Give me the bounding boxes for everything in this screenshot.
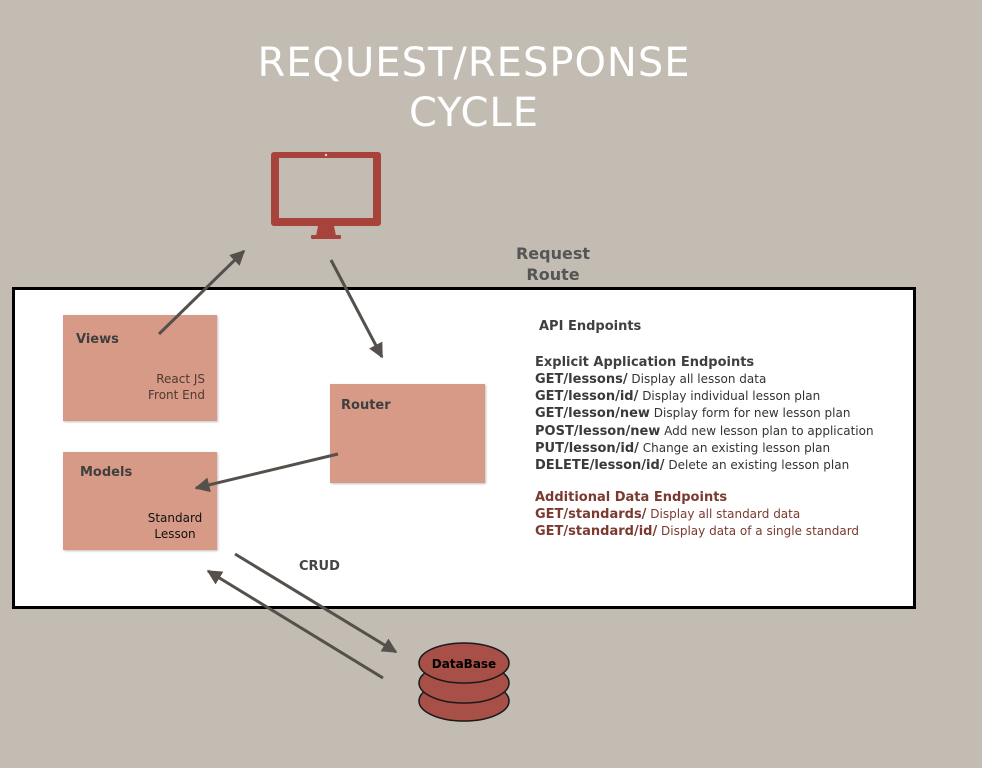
title-line-1: REQUEST/RESPONSE: [257, 40, 691, 86]
endpoint-row: GET/lesson/new Display form for new less…: [535, 405, 874, 422]
additional-endpoints-title: Additional Data Endpoints: [535, 490, 728, 506]
endpoint-description: Display data of a single standard: [661, 524, 860, 539]
endpoint-method: GET/standard/id/: [535, 524, 658, 540]
models-subtitle: Standard Lesson: [141, 510, 209, 542]
models-sub-line-2: Lesson: [154, 527, 196, 541]
endpoint-method: POST/lesson/new: [535, 423, 661, 439]
additional-endpoints: Additional Data Endpoints GET/standards/…: [535, 489, 874, 540]
request-route-line-2: Route: [526, 265, 580, 284]
views-label: Views: [76, 332, 119, 347]
endpoint-row: GET/lesson/id/ Display individual lesson…: [535, 388, 874, 405]
explicit-endpoints-title: Explicit Application Endpoints: [535, 355, 755, 370]
views-subtitle: React JS Front End: [148, 371, 205, 403]
views-sub-line-1: React JS: [156, 372, 205, 386]
crud-label: CRUD: [299, 559, 340, 574]
endpoint-row: POST/lesson/new Add new lesson plan to a…: [535, 423, 874, 440]
request-route-label: Request Route: [508, 243, 598, 285]
endpoint-row: GET/standards/ Display all standard data: [535, 506, 874, 523]
endpoint-description: Display all lesson data: [631, 372, 767, 386]
endpoint-description: Display all standard data: [650, 507, 801, 522]
endpoint-row: GET/standard/id/ Display data of a singl…: [535, 523, 874, 540]
endpoint-description: Add new lesson plan to application: [664, 423, 874, 438]
views-sub-line-2: Front End: [148, 388, 205, 402]
endpoint-method: GET/lesson/id/: [535, 389, 639, 405]
title-line-2: CYCLE: [409, 90, 539, 136]
router-box[interactable]: Router: [330, 384, 485, 483]
endpoint-method: GET/standards/: [535, 507, 647, 523]
endpoint-description: Delete an existing lesson plan: [668, 458, 850, 473]
endpoint-description: Display form for new lesson plan: [653, 406, 851, 421]
endpoint-method: PUT/lesson/id/: [535, 440, 639, 456]
endpoint-method: GET/lessons/: [535, 372, 628, 387]
request-route-line-1: Request: [515, 244, 591, 263]
diagram-title: REQUEST/RESPONSE CYCLE: [0, 38, 948, 138]
models-label: Models: [80, 465, 133, 480]
endpoints-heading: API Endpoints: [539, 319, 642, 334]
database-label: DataBase: [431, 657, 497, 671]
endpoint-method: DELETE/lesson/id/: [535, 458, 665, 474]
endpoint-row: GET/lessons/ Display all lesson data: [535, 371, 874, 388]
database-icon: [418, 642, 510, 722]
endpoint-row: PUT/lesson/id/ Change an existing lesson…: [535, 440, 874, 457]
models-box[interactable]: Models Standard Lesson: [63, 452, 217, 550]
endpoint-row: DELETE/lesson/id/ Delete an existing les…: [535, 457, 874, 474]
api-endpoints: API Endpoints Explicit Application Endpo…: [535, 319, 874, 541]
router-label: Router: [341, 398, 391, 413]
endpoint-method: GET/lesson/new: [535, 406, 650, 422]
views-box[interactable]: Views React JS Front End: [63, 315, 217, 421]
explicit-endpoints-list: GET/lessons/ Display all lesson data GET…: [535, 371, 874, 474]
endpoint-description: Display individual lesson plan: [642, 389, 821, 404]
models-sub-line-1: Standard: [147, 511, 203, 525]
monitor-shape: [271, 152, 381, 239]
endpoint-description: Change an existing lesson plan: [642, 440, 831, 455]
